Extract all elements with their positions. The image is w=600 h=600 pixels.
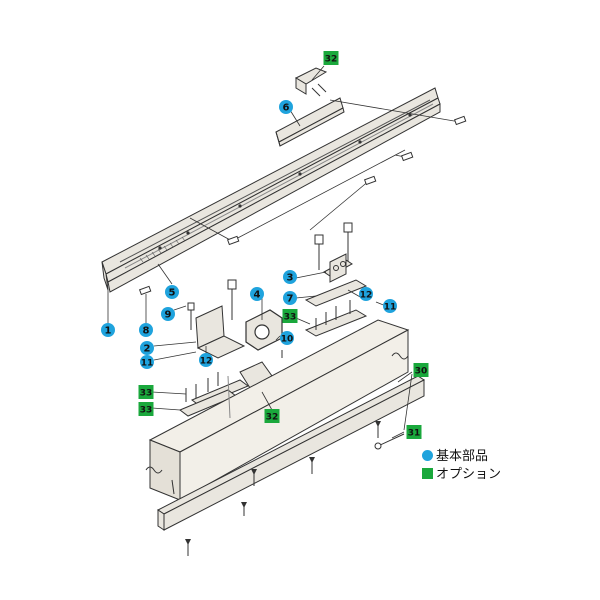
legend-option: オプション — [422, 463, 501, 482]
callout-10: 10 — [280, 331, 294, 345]
callout-marker — [406, 425, 422, 439]
callout-marker — [199, 353, 213, 367]
legend-basic-label: 基本部品 — [436, 449, 489, 464]
rail-teeth — [139, 236, 186, 263]
bracket-6 — [275, 97, 345, 147]
callout-label: 3 — [287, 273, 294, 284]
callout-label: 8 — [143, 326, 150, 337]
callout-33: 33 — [138, 385, 154, 399]
bracket-2 — [195, 305, 246, 359]
callout-label: 4 — [254, 290, 261, 301]
callout-marker — [282, 309, 298, 323]
legend-option-label: オプション — [436, 467, 502, 482]
callout-31: 31 — [406, 425, 422, 439]
callout-marker — [280, 331, 294, 345]
callout-marker — [140, 341, 154, 355]
option-square-icon — [422, 468, 433, 479]
callout-marker — [140, 355, 154, 369]
callout-label: 6 — [283, 103, 290, 114]
callout-marker — [250, 287, 264, 301]
roller-4 — [245, 309, 283, 351]
small-bolts-left — [185, 350, 283, 402]
callout-label: 31 — [408, 429, 421, 439]
callout-marker — [283, 291, 297, 305]
callout-marker — [413, 363, 429, 377]
callout-33: 33 — [282, 309, 298, 323]
callout-label: 12 — [360, 291, 373, 301]
small-bolts-right — [315, 300, 351, 330]
callout-32: 32 — [323, 51, 339, 65]
callouts: 32 6 3 4 7 5 9 12 11 33 1 8 2 11 12 10 33 33 32 30 31 — [101, 51, 429, 439]
callout-label: 32 — [325, 55, 338, 65]
callout-1: 1 — [101, 323, 115, 337]
callout-label: 1 — [105, 326, 112, 337]
callout-marker — [279, 100, 293, 114]
callout-label: 11 — [384, 303, 397, 313]
callout-9: 9 — [161, 307, 175, 321]
callout-3: 3 — [283, 270, 297, 284]
screw-guides — [189, 99, 461, 242]
part-31-screw — [374, 433, 405, 450]
callout-marker — [359, 287, 373, 301]
callout-12: 12 — [359, 287, 373, 301]
box-break-marks — [145, 352, 409, 474]
callout-8: 8 — [139, 323, 153, 337]
callout-2: 2 — [140, 341, 154, 355]
callout-5: 5 — [165, 285, 179, 299]
callout-label: 33 — [140, 389, 153, 399]
leader-lines — [107, 65, 413, 439]
callout-marker — [283, 270, 297, 284]
callout-marker — [323, 51, 339, 65]
callout-label: 9 — [165, 310, 172, 321]
callout-label: 32 — [266, 413, 279, 423]
lower-bracket-32 — [179, 361, 273, 417]
plate-7-right — [304, 279, 368, 337]
callout-32: 32 — [264, 409, 280, 423]
callout-12: 12 — [199, 353, 213, 367]
bottom-rail-30 — [157, 375, 425, 531]
callout-30: 30 — [413, 363, 429, 377]
part-32-top — [294, 67, 328, 97]
callout-11: 11 — [383, 299, 397, 313]
screws-top — [138, 115, 467, 296]
callout-6: 6 — [279, 100, 293, 114]
callout-label: 30 — [415, 367, 428, 377]
rail-holes — [158, 113, 412, 250]
bracket-3 — [323, 253, 353, 283]
screws-bottom — [185, 421, 381, 556]
door-panel-box — [148, 319, 410, 501]
legend-basic: 基本部品 — [422, 445, 488, 464]
callout-7: 7 — [283, 291, 297, 305]
callout-marker — [161, 307, 175, 321]
callout-label: 7 — [287, 294, 294, 305]
callout-label: 5 — [169, 288, 176, 299]
callout-label: 2 — [144, 344, 151, 355]
basic-dot-icon — [422, 450, 433, 461]
top-rail — [101, 87, 441, 293]
callout-marker — [101, 323, 115, 337]
callout-label: 33 — [284, 313, 297, 323]
callout-label: 33 — [140, 406, 153, 416]
callout-marker — [138, 385, 154, 399]
callout-marker — [264, 409, 280, 423]
callout-11: 11 — [140, 355, 154, 369]
callout-marker — [383, 299, 397, 313]
callout-label: 12 — [200, 357, 213, 367]
callout-marker — [165, 285, 179, 299]
bolts — [187, 222, 353, 330]
callout-marker — [139, 323, 153, 337]
callout-4: 4 — [250, 287, 264, 301]
callout-label: 10 — [281, 335, 294, 345]
callout-marker — [138, 402, 154, 416]
callout-33: 33 — [138, 402, 154, 416]
callout-label: 11 — [141, 359, 154, 369]
